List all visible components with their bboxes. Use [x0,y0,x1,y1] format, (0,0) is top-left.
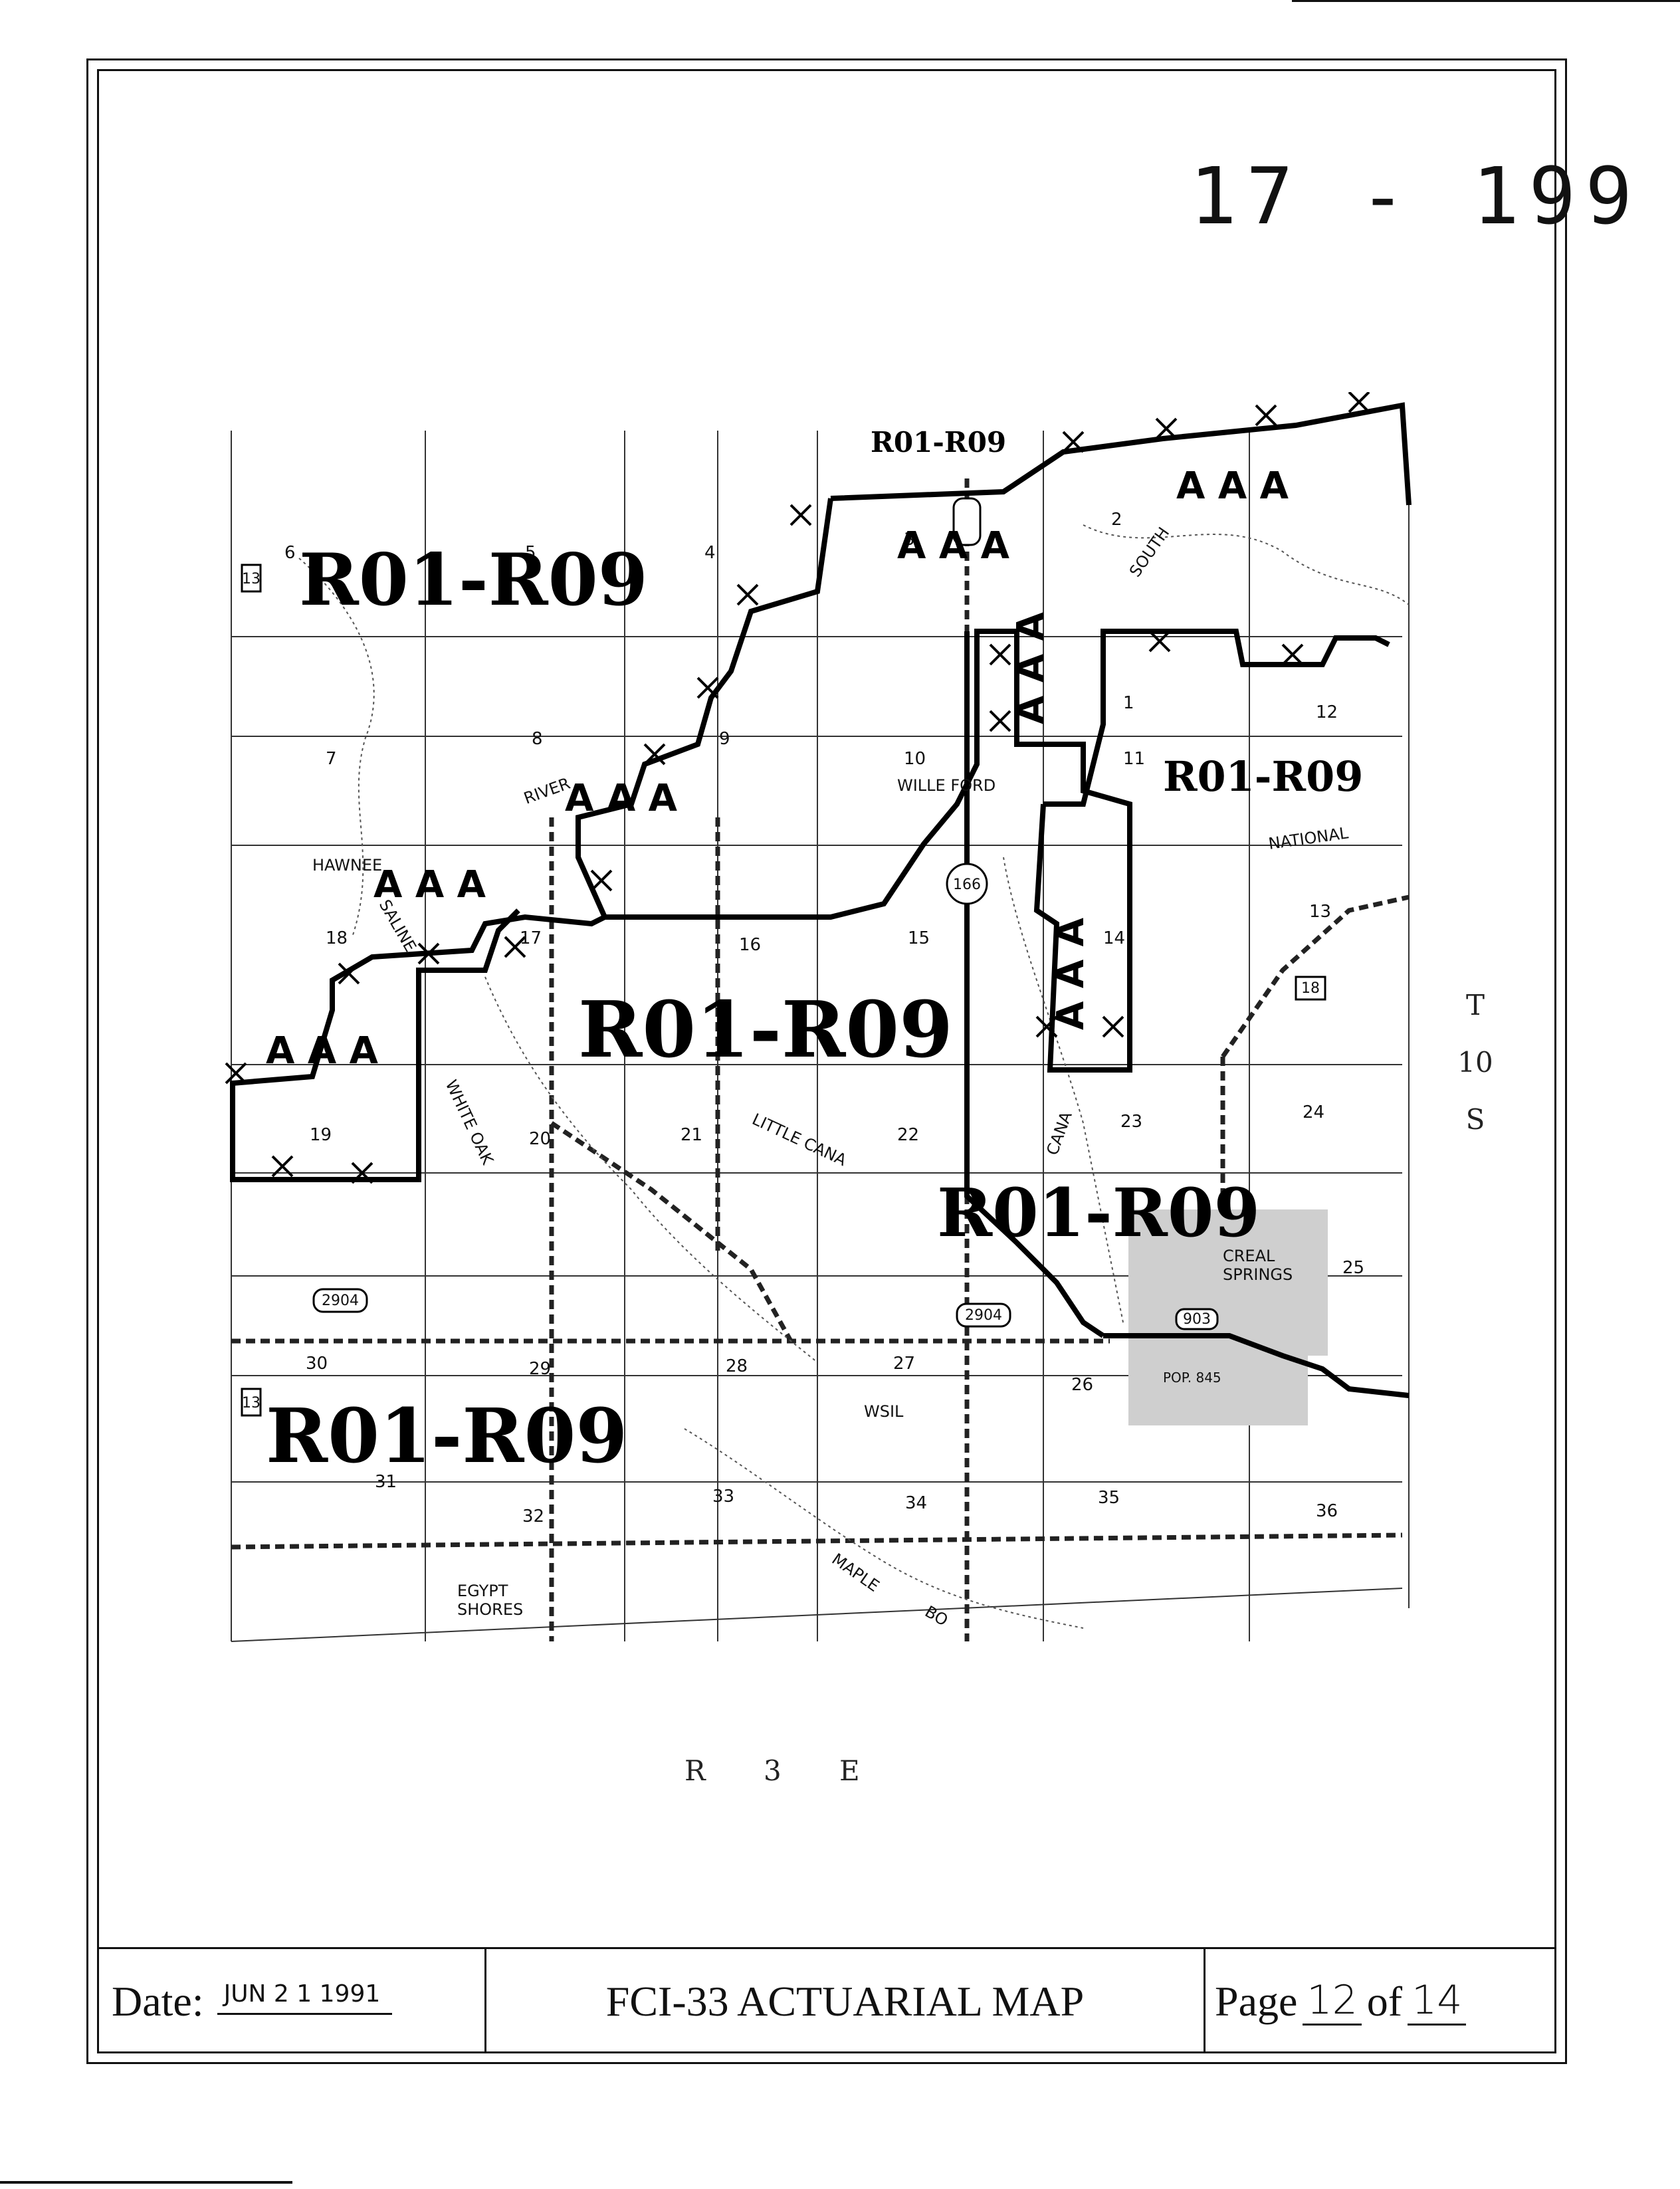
high-risk-label: A A A [565,777,678,820]
section-number: 7 [326,749,337,769]
section-number: 23 [1120,1112,1142,1132]
section-number: 9 [719,729,730,749]
section-number: 17 [520,928,542,948]
section-number: 26 [1071,1375,1093,1395]
page-label: Page [1215,1977,1298,2025]
route-shield-label: 13 [242,1395,261,1411]
section-number: 24 [1303,1102,1324,1122]
inner-border [97,69,1556,2053]
rate-zone-label: R01-R09 [266,1393,627,1480]
map-title: FCI-33 ACTUARIAL MAP [486,1949,1206,2053]
route-shields [241,497,1326,1417]
feature-cana: CANA [1043,1108,1076,1158]
place-willeford: WILLE FORD [897,776,996,795]
place-pop: POP. 845 [1163,1370,1221,1386]
rate-zone-label: R01-R09 [578,985,953,1075]
date-label: Date: [112,1977,204,2025]
outer-border [86,58,1567,2064]
section-number: 11 [1123,749,1145,769]
section-number: 35 [1098,1488,1120,1508]
section-number: 28 [726,1356,748,1376]
section-number: 20 [529,1129,551,1149]
place-egypt-shores-2: SHORES [457,1600,523,1619]
section-numbers: 6 5 4 3 2 1 7 8 9 10 11 12 18 17 16 15 1… [284,510,1364,1526]
section-number: 34 [905,1493,927,1513]
route-shield-label: 2904 [322,1293,359,1309]
high-risk-label: A A A [266,1029,379,1073]
section-number: 19 [310,1125,332,1145]
place-creal-springs-1: CREAL [1223,1247,1275,1265]
title-block: Date: JUN 2 1 1991 FCI-33 ACTUARIAL MAP … [97,1947,1556,2053]
section-number: 1 [1123,693,1134,713]
route-shield-label: 166 [953,877,981,893]
place-egypt-shores-1: EGYPT [457,1582,508,1600]
page-number: 12 [1303,1977,1362,2026]
section-number: 13 [1309,902,1331,922]
high-risk-label: A A A [1049,917,1093,1030]
route-shield-label: 903 [1183,1311,1211,1328]
feature-little-cana: LITTLE CANA [749,1110,849,1170]
section-number: 25 [1342,1258,1364,1278]
feature-bo: BO [922,1602,951,1630]
scan-edge-line-top [1292,0,1680,2]
rate-zone-label: R01-R09 [937,1174,1260,1252]
rate-zone-label: R01-R09 [871,426,1006,459]
high-risk-label: A A A [1009,611,1053,724]
section-number: 33 [712,1487,734,1507]
section-number: 16 [739,935,761,955]
section-number: 29 [529,1359,551,1379]
section-number: 36 [1316,1501,1338,1521]
township-direction: S [1465,1103,1485,1136]
feature-white-oak: WHITE OAK [442,1077,498,1168]
section-number: 18 [326,928,348,948]
place-shawnee: HAWNEE [312,856,382,875]
page-total: 14 [1408,1977,1467,2026]
section-number: 30 [306,1354,328,1374]
section-number: 4 [704,543,716,563]
section-number: 21 [681,1125,702,1145]
section-number: 27 [893,1354,915,1374]
section-number: 22 [897,1125,919,1145]
high-risk-label: A A A [897,524,1010,568]
place-creal-springs-2: SPRINGS [1223,1265,1293,1284]
rate-zone-label: R01-R09 [299,538,648,622]
of-label: of [1366,1977,1403,2025]
section-number: 14 [1103,928,1125,948]
feature-south: SOUTH [1126,524,1173,580]
boundary-x-marks [225,392,1370,1184]
range-label: R 3 E [684,1754,861,1787]
township-map: 166 2904 2904 18 13 13 903 6 5 4 3 2 1 7… [225,392,1412,1642]
township-number: 10 [1457,1046,1493,1079]
route-shield-label: 18 [1301,980,1320,997]
route-shield-label: 2904 [965,1307,1002,1324]
rate-zone-label: R01-R09 [1163,752,1363,801]
section-number: 15 [908,928,930,948]
date-cell: Date: JUN 2 1 1991 [97,1949,486,2053]
township-letter: T [1465,989,1485,1021]
creeks [298,524,1410,1629]
section-number: 10 [904,749,926,769]
high-risk-label: A A A [373,863,486,906]
scan-edge-line-bottom [0,2181,292,2184]
creal-springs-area [1128,1209,1328,1425]
section-number: 6 [284,543,296,563]
date-stamp: JUN 2 1 1991 [217,1980,393,2015]
section-number: 3 [904,530,915,550]
route-shield-label: 13 [242,571,261,587]
page-cell: Page 12 of 14 [1206,1949,1556,2053]
high-risk-label: A A A [1176,465,1289,508]
township-label: T 10 S [1449,977,1502,1148]
section-number: 2 [1111,510,1122,530]
map-number: 17 - 199 [1190,150,1642,242]
section-number: 5 [525,543,536,563]
place-national: NATIONAL [1267,823,1350,853]
section-number: 31 [375,1472,397,1492]
place-wsil: WSIL [864,1402,904,1421]
section-number: 12 [1316,702,1338,722]
section-number: 32 [522,1507,544,1526]
section-number: 8 [532,729,543,749]
rate-zone-boundaries [230,402,1412,1398]
